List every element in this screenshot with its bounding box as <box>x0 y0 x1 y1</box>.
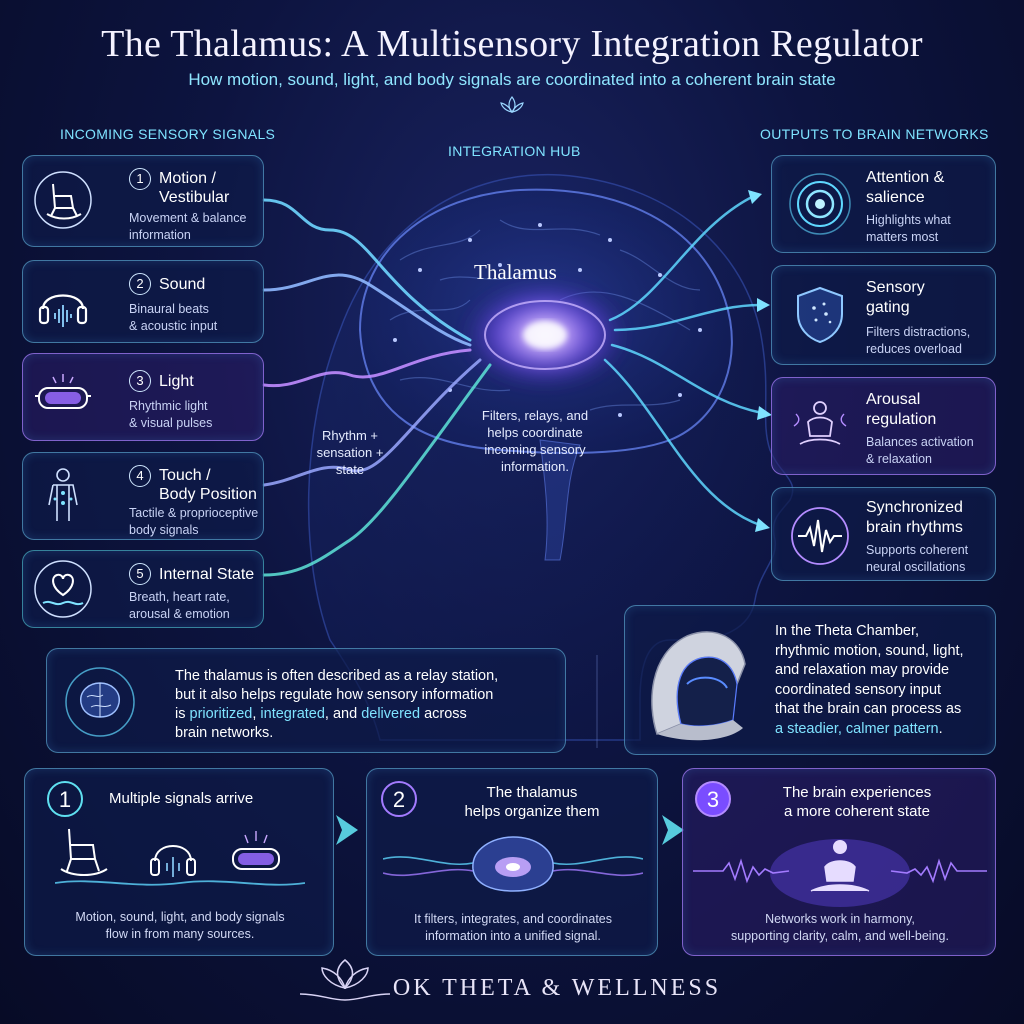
light-goggles-icon <box>35 374 91 409</box>
theta-chamber-image <box>637 624 757 748</box>
page-subtitle: How motion, sound, light, and body signa… <box>188 70 836 89</box>
step-desc: It filters, integrates, and coordinates … <box>413 912 613 943</box>
chamber-note-text: In the Theta Chamber, rhythmic motion, s… <box>775 623 964 737</box>
output-title: Synchronized brain rhythms <box>866 499 963 536</box>
organize-brain-illustration <box>383 836 643 892</box>
chamber-note-box: In the Theta Chamber, rhythmic motion, s… <box>624 605 996 755</box>
output-desc: Balances activation & relaxation <box>866 435 974 466</box>
step-arrow-1 <box>336 815 358 845</box>
outputs-label: OUTPUTS TO BRAIN NETWORKS <box>760 126 989 142</box>
step-number: 3 <box>695 781 731 817</box>
meditation-icon <box>793 401 847 445</box>
input-title: Light <box>159 373 194 390</box>
thalamus-description: Filters, relays, and helps coordinate in… <box>481 408 589 474</box>
step-number: 1 <box>47 781 83 817</box>
step-title: The brain experiences a more coherent st… <box>782 784 932 820</box>
signal-path-sound <box>262 273 472 347</box>
input-desc: Breath, heart rate, arousal & emotion <box>129 590 230 621</box>
step-card-1: 1 Multiple signals arrive Motion, sound,… <box>24 768 334 956</box>
input-title: Motion / Vestibular <box>159 170 230 206</box>
output-desc: Filters distractions, reduces overload <box>866 325 971 356</box>
input-desc: Tactile & proprioceptive body signals <box>129 506 259 537</box>
input-number: 4 <box>129 465 151 487</box>
output-title: Arousal regulation <box>866 391 937 428</box>
output-title: Sensory gating <box>866 279 925 316</box>
headphones-icon <box>38 294 88 327</box>
output-card-rhythms: Synchronized brain rhythms Supports cohe… <box>771 487 996 581</box>
input-card-touch: 4 Touch / Body Position Tactile & propri… <box>22 452 264 540</box>
target-icon <box>789 173 851 235</box>
input-title: Touch / Body Position <box>159 467 257 503</box>
input-number: 1 <box>129 168 151 190</box>
body-figure-icon <box>48 468 78 521</box>
page-title: The Thalamus: A Multisensory Integration… <box>101 23 923 65</box>
output-desc: Highlights what matters most <box>866 213 951 244</box>
signal-path-motion <box>262 198 472 342</box>
hub-label: INTEGRATION HUB <box>448 143 581 159</box>
brain-icon <box>65 667 135 737</box>
step-card-3: 3 The brain experiences a more coherent … <box>682 768 996 956</box>
input-desc: Rhythmic light & visual pulses <box>129 399 213 430</box>
output-card-gating: Sensory gating Filters distractions, red… <box>771 265 996 365</box>
output-card-attention: Attention & salience Highlights what mat… <box>771 155 996 253</box>
signal-path-light <box>262 348 472 388</box>
incoming-label: INCOMING SENSORY SIGNALS <box>60 126 276 142</box>
coherent-state-illustration <box>693 839 987 907</box>
input-desc: Movement & balance information <box>129 211 247 242</box>
step-desc: Networks work in harmony, supporting cla… <box>731 912 949 943</box>
input-card-internal: 5 Internal State Breath, heart rate, aro… <box>22 550 264 628</box>
rocking-chair-icon <box>34 171 92 229</box>
input-number: 2 <box>129 273 151 295</box>
step-card-2: 2 The thalamus helps organize them It fi… <box>366 768 658 956</box>
output-desc: Supports coherent neural oscillations <box>866 543 969 574</box>
relay-note-box: The thalamus is often described as a rel… <box>46 648 566 753</box>
input-number: 3 <box>129 370 151 392</box>
relay-note-text: The thalamus is often described as a rel… <box>175 668 499 741</box>
thalamus-label: Thalamus <box>474 260 557 284</box>
signals-illustration <box>55 828 305 886</box>
step-desc: Motion, sound, light, and body signals f… <box>75 910 285 941</box>
input-card-sound: 2 Sound Binaural beats & acoustic input <box>22 260 264 343</box>
output-card-arousal: Arousal regulation Balances activation &… <box>771 377 996 475</box>
input-desc: Binaural beats & acoustic input <box>129 302 218 333</box>
input-card-light: 3 Light Rhythmic light & visual pulses <box>22 353 264 441</box>
output-title: Attention & salience <box>866 169 945 206</box>
flow-label: Rhythm + sensation + state <box>316 428 384 477</box>
shield-icon <box>797 286 843 344</box>
signal-path-touch <box>262 358 482 487</box>
input-title: Internal State <box>159 566 255 583</box>
footer-lotus-icon <box>299 959 391 1001</box>
input-number: 5 <box>129 563 151 585</box>
step-title: The thalamus helps organize them <box>464 784 600 820</box>
heart-wave-icon <box>34 560 92 618</box>
step-number: 2 <box>381 781 417 817</box>
signal-path-internal <box>262 363 492 577</box>
brand-footer: OK THETA & WELLNESS <box>392 975 722 1001</box>
step-title: Multiple signals arrive <box>109 790 254 807</box>
waveform-icon <box>791 507 849 565</box>
input-title: Sound <box>159 276 206 293</box>
input-card-motion: 1 Motion / Vestibular Movement & balance… <box>22 155 264 247</box>
lotus-icon <box>500 96 524 113</box>
step-arrow-2 <box>662 815 684 845</box>
